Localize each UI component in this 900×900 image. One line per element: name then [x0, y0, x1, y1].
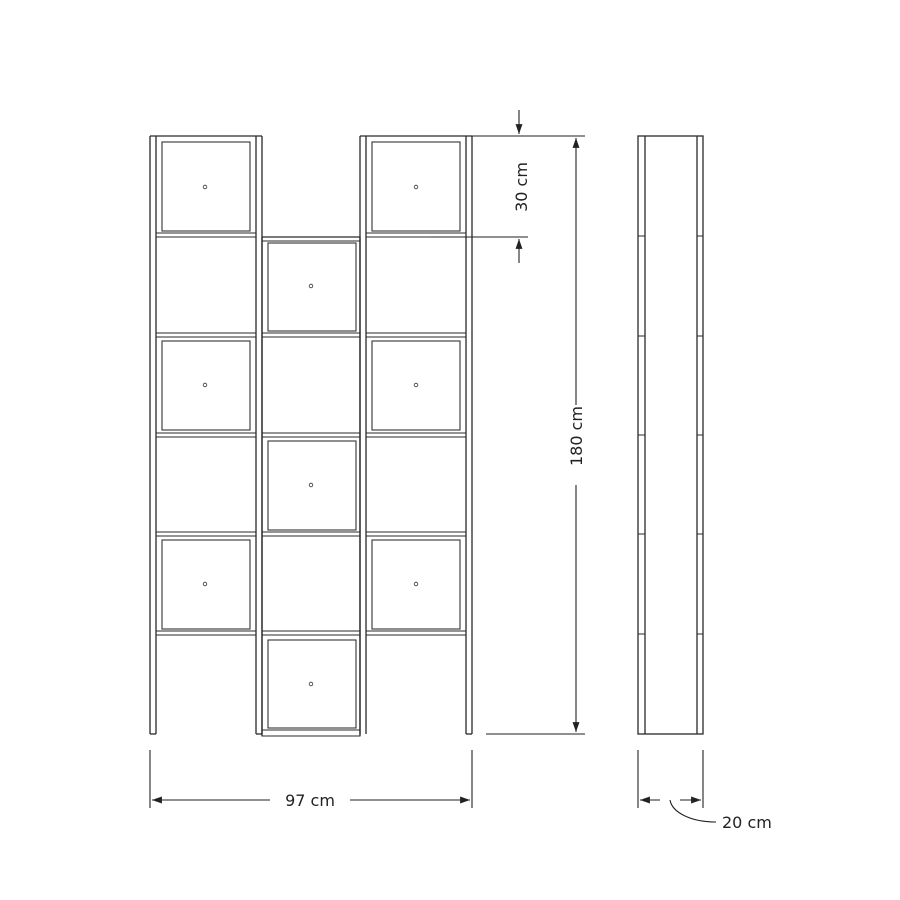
door-knob: [413, 382, 419, 388]
right-column: [359, 135, 473, 735]
side-view: [637, 135, 704, 735]
door-knob: [202, 382, 208, 388]
module-height-label: 30 cm: [512, 162, 531, 212]
cabinet-door: [161, 539, 251, 630]
door-knob: [413, 184, 419, 190]
depth-dimension: 20 cm: [637, 750, 772, 832]
door-knob: [202, 581, 208, 587]
module-height-dimension: 30 cm: [430, 110, 531, 263]
cabinet-door: [371, 539, 461, 630]
cabinet-door: [267, 440, 357, 531]
door-knob: [413, 581, 419, 587]
left-column: [149, 135, 263, 735]
cabinet-door: [371, 340, 461, 431]
total-width-dimension: 97 cm: [149, 750, 473, 810]
door-knob: [308, 283, 314, 289]
depth-label: 20 cm: [722, 813, 772, 832]
total-height-dimension: 180 cm: [486, 135, 586, 735]
cabinet-door: [161, 141, 251, 232]
middle-column: [261, 236, 361, 737]
door-knob: [202, 184, 208, 190]
cabinet-door: [371, 141, 461, 232]
total-width-label: 97 cm: [285, 791, 335, 810]
cabinet-door: [161, 340, 251, 431]
door-knob: [308, 482, 314, 488]
cabinet-door: [267, 242, 357, 332]
front-view: [149, 135, 473, 737]
cabinet-door: [267, 639, 357, 729]
total-height-label: 180 cm: [567, 406, 586, 466]
door-knob: [308, 681, 314, 687]
